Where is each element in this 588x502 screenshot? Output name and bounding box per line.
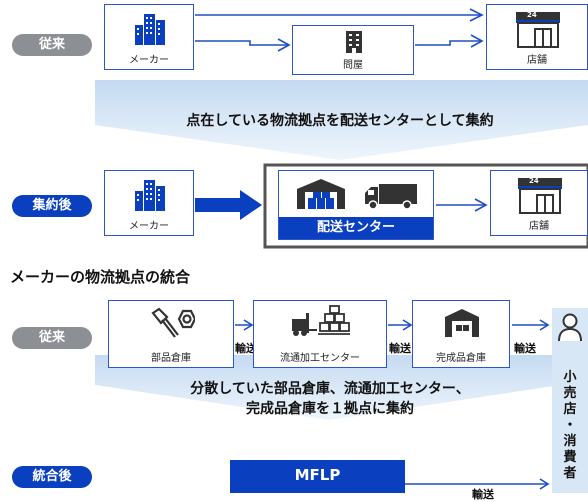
convenience-store-icon bbox=[518, 178, 562, 214]
consumer-column: 小 売 店 ・ 消 費 者 bbox=[552, 308, 588, 493]
distribution-center-node: 配送センター bbox=[278, 170, 434, 240]
dc-frame bbox=[263, 163, 588, 249]
transport-label-2: 輸送 bbox=[389, 342, 411, 355]
distribution-center-label: 配送センター bbox=[279, 217, 433, 239]
maker-node-after: メーカー bbox=[104, 170, 194, 236]
finished-warehouse-label: 完成品倉庫 bbox=[436, 353, 486, 364]
label-after-1: 集約後 bbox=[12, 195, 92, 217]
consolidation-caption-2-line1: 分散していた部品倉庫、流通加工センター、 bbox=[190, 381, 470, 397]
finished-warehouse-node: 完成品倉庫 bbox=[412, 300, 510, 368]
forklift-boxes-icon bbox=[292, 305, 350, 336]
thick-arrow bbox=[195, 190, 262, 220]
label-before-1: 従来 bbox=[12, 34, 92, 56]
processing-center-label: 流通加工センター bbox=[280, 353, 360, 364]
before-arrows-2 bbox=[235, 319, 550, 490]
store-node: 24 店舗 bbox=[486, 4, 588, 70]
parts-warehouse-label: 部品倉庫 bbox=[151, 353, 191, 364]
maker-label: メーカー bbox=[129, 221, 169, 232]
office-building-icon bbox=[346, 31, 362, 53]
store-badge: 24 bbox=[527, 11, 537, 19]
section2-title: メーカーの物流拠点の統合 bbox=[10, 268, 191, 286]
transport-label-4: 輸送 bbox=[472, 488, 494, 501]
consolidation-funnel-2 bbox=[95, 355, 560, 420]
store-label: 店舗 bbox=[527, 55, 547, 66]
convenience-store-icon bbox=[516, 12, 560, 48]
before-arrows-1 bbox=[195, 8, 484, 52]
consumer-label: 小 売 店 ・ 消 費 者 bbox=[563, 370, 577, 481]
bolt-nut-icon bbox=[151, 307, 195, 338]
label-before-2: 従来 bbox=[12, 327, 92, 349]
label-after-2: 統合後 bbox=[12, 466, 92, 488]
consolidation-caption-1: 点在している物流拠点を配送センターとして集約 bbox=[186, 113, 494, 129]
transport-label-3: 輸送 bbox=[514, 342, 536, 355]
consolidation-caption-2-line2: 完成品倉庫を１拠点に集約 bbox=[246, 401, 414, 417]
store-label: 店舗 bbox=[529, 221, 549, 232]
consolidation-funnel-1 bbox=[95, 80, 588, 160]
processing-center-node: 流通加工センター bbox=[253, 300, 387, 368]
wholesaler-node: 問屋 bbox=[292, 25, 414, 75]
maker-node: メーカー bbox=[104, 4, 194, 70]
person-icon bbox=[558, 313, 582, 342]
wholesaler-label: 問屋 bbox=[343, 60, 363, 71]
warehouse-icon bbox=[297, 179, 345, 209]
maker-label: メーカー bbox=[129, 55, 169, 66]
parts-warehouse-node: 部品倉庫 bbox=[108, 300, 234, 368]
warehouse-icon bbox=[445, 309, 479, 337]
store-node-after: 24 店舗 bbox=[490, 170, 588, 236]
building-icon bbox=[135, 180, 165, 211]
transport-label-1: 輸送 bbox=[235, 342, 257, 355]
mflp-block: MFLP bbox=[230, 460, 405, 493]
building-icon bbox=[135, 14, 165, 45]
store-badge: 24 bbox=[529, 177, 539, 185]
truck-icon bbox=[365, 184, 417, 210]
